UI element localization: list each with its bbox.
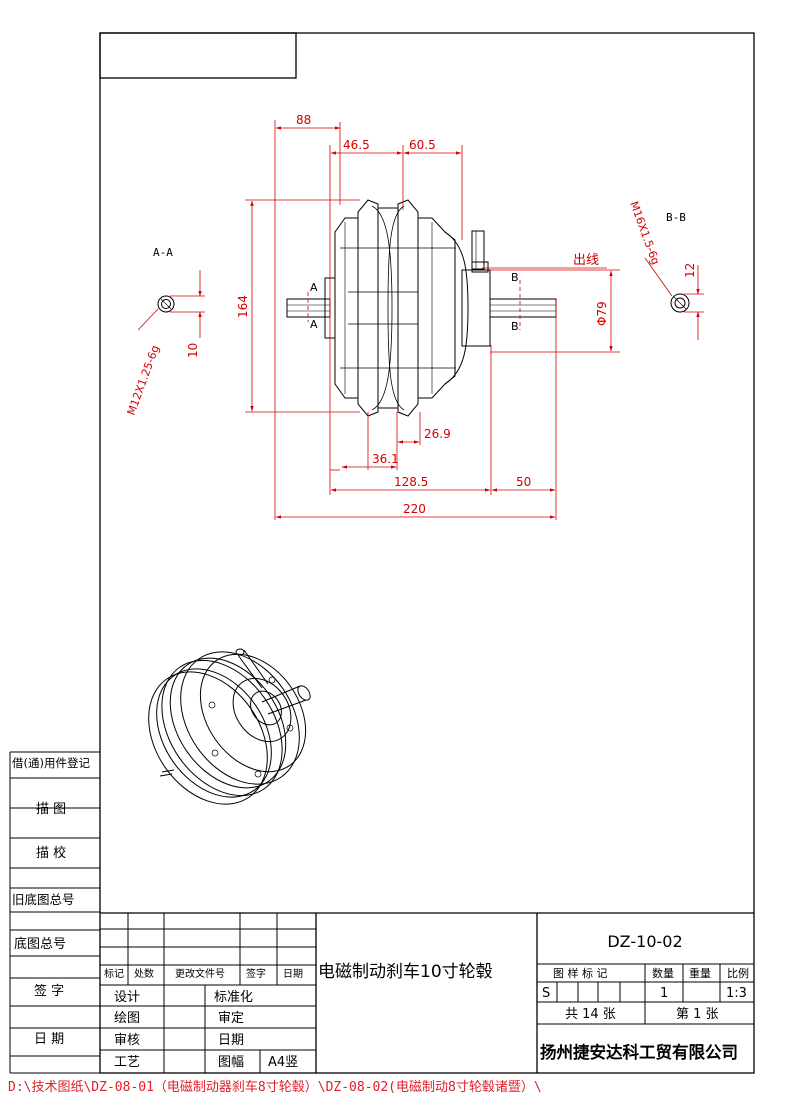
side-row-base-number: 底图总号	[14, 936, 66, 952]
thread-b-label: M16X1.5-6g	[627, 200, 662, 267]
dim-60-5: 60.5	[409, 138, 436, 152]
dim-46-5: 46.5	[343, 138, 370, 152]
scale-label: 比例	[727, 966, 749, 980]
rev-header-change-doc: 更改文件号	[175, 967, 225, 980]
side-row-borrow: 借(通)用件登记	[12, 756, 90, 770]
role-design: 设计	[114, 990, 140, 1005]
role-date: 日期	[218, 1033, 244, 1048]
drawing-number: DZ-10-02	[607, 932, 682, 951]
dim-50: 50	[516, 475, 531, 489]
dim-diameter-79: Φ79	[595, 301, 609, 326]
outlet-label: 出线	[573, 253, 599, 268]
side-row-trace: 描 图	[36, 802, 66, 817]
role-approval: 审定	[218, 1011, 244, 1026]
qty-value: 1	[660, 986, 668, 1001]
total-sheets: 共 14 张	[565, 1007, 616, 1022]
role-process: 工艺	[114, 1055, 140, 1070]
drawing-frame	[99, 32, 755, 1074]
dim-88: 88	[296, 113, 311, 127]
sheet-number: 第 1 张	[676, 1007, 719, 1022]
role-drafting: 绘图	[114, 1011, 140, 1026]
side-registration-panel: 借(通)用件登记 描 图 描 校 旧底图总号 底图总号 签 字 日 期	[9, 751, 100, 1074]
section-mark-b-top: B	[511, 271, 519, 284]
section-mark-b-bottom: B	[511, 320, 519, 333]
stage-label: 图 样 标 记	[553, 966, 608, 980]
sheet-format: A4竖	[268, 1055, 298, 1070]
hub-isometric-sketch	[148, 648, 311, 805]
side-row-signature: 签 字	[34, 983, 64, 999]
stage-value: S	[542, 986, 550, 1001]
section-label-b: B-B	[666, 211, 686, 224]
hub-motor-side-view	[286, 199, 557, 417]
dim-10: 10	[186, 343, 200, 358]
dim-36-1: 36.1	[372, 452, 399, 466]
section-details	[157, 293, 690, 313]
side-row-check: 描 校	[36, 845, 66, 861]
rev-header-mark: 标记	[104, 968, 124, 980]
qty-label: 数量	[652, 967, 674, 980]
title-block: 标记 处数 更改文件号 签字 日期 设计 绘图 审核 工艺 标准化 审定 日期 …	[100, 912, 754, 1073]
dim-164: 164	[236, 295, 250, 318]
rev-header-sign: 签字	[246, 967, 266, 980]
dim-12: 12	[683, 263, 697, 278]
side-row-date: 日 期	[34, 1032, 64, 1047]
rev-header-count: 处数	[134, 967, 154, 980]
rev-header-date: 日期	[283, 968, 303, 980]
section-mark-a-top: A	[310, 281, 318, 294]
dimension-lines	[137, 120, 704, 520]
role-sheet-size: 图幅	[218, 1055, 244, 1070]
scale-value: 1:3	[726, 986, 747, 1001]
thread-a-label: M12X1.25-6g	[125, 344, 162, 417]
role-review: 审核	[114, 1033, 140, 1048]
file-path-footer: D:\技术图纸\DZ-08-01（电磁制动器刹车8寸轮毂）\DZ-08-02(电…	[8, 1080, 542, 1095]
dim-220: 220	[403, 502, 426, 516]
role-standardization: 标准化	[214, 990, 253, 1005]
dim-26-9: 26.9	[424, 427, 451, 441]
dim-128-5: 128.5	[394, 475, 428, 489]
section-label-a: A-A	[153, 246, 173, 259]
drawing-title: 电磁制动刹车10寸轮毂	[318, 962, 493, 982]
weight-label: 重量	[689, 966, 711, 980]
side-row-old-number: 旧底图总号	[12, 892, 75, 907]
company-name: 扬州捷安达科工贸有限公司	[540, 1042, 738, 1062]
section-mark-a-bottom: A	[310, 318, 318, 331]
